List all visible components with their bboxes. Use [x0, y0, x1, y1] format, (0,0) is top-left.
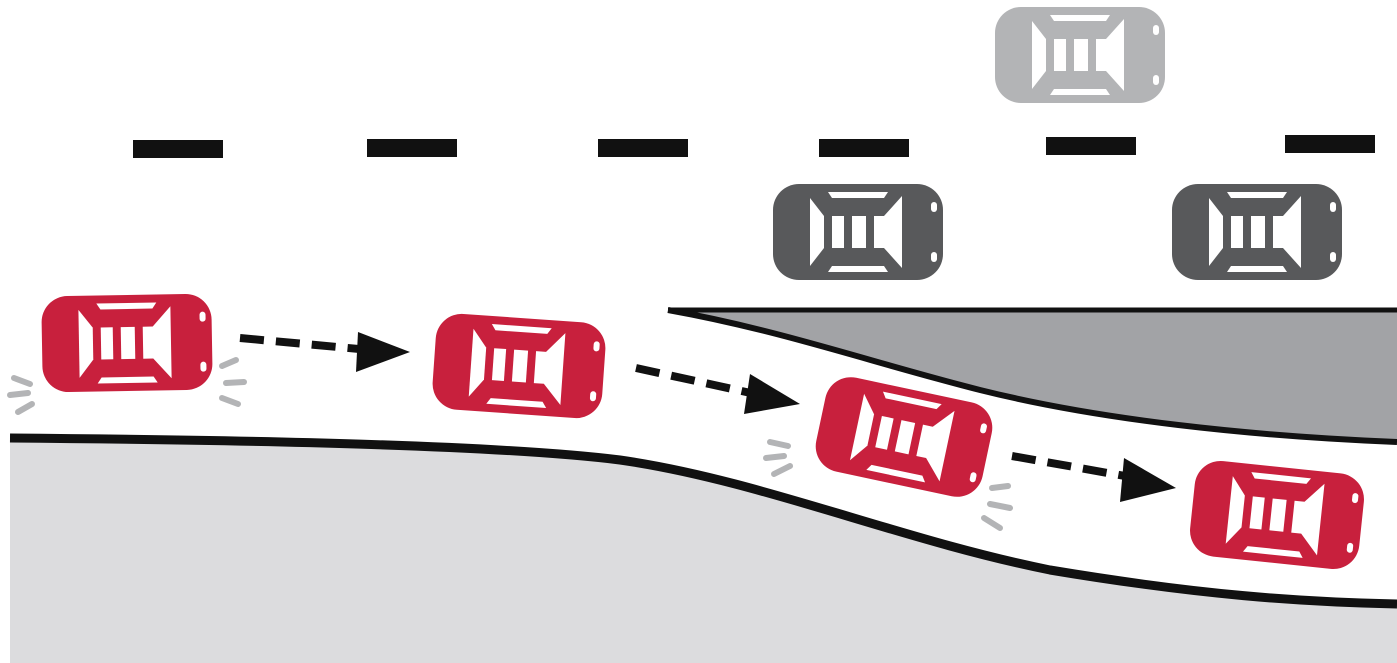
distant-car: [995, 7, 1165, 103]
lane-dash: [598, 139, 688, 157]
merging-car-step-1: [41, 293, 213, 393]
lower-edge-line: [9, 433, 1397, 609]
traffic-car: [1172, 184, 1342, 280]
gore-area: [668, 310, 1397, 442]
lane-divider: [133, 135, 1375, 158]
arrow: [239, 334, 371, 354]
path-arrows: [239, 332, 1176, 502]
arrowhead: [744, 374, 800, 414]
lane-dash: [1285, 135, 1375, 153]
arrowhead: [1120, 458, 1176, 502]
merging-car-step-3: [810, 372, 998, 502]
merging-car-step-2: [430, 312, 608, 420]
lane-dash: [367, 139, 457, 157]
lower-shoulder: [10, 438, 1397, 663]
arrowhead: [356, 332, 410, 372]
lane-dash: [1046, 137, 1136, 155]
arrow: [1011, 452, 1137, 482]
lane-dash: [819, 139, 909, 157]
arrow: [635, 364, 761, 399]
motion-lines: [7, 357, 1013, 531]
gore-lower-line: [667, 307, 1397, 445]
merging-car-step-4: [1187, 458, 1367, 572]
lane-dash: [133, 140, 223, 158]
traffic-car: [773, 184, 943, 280]
